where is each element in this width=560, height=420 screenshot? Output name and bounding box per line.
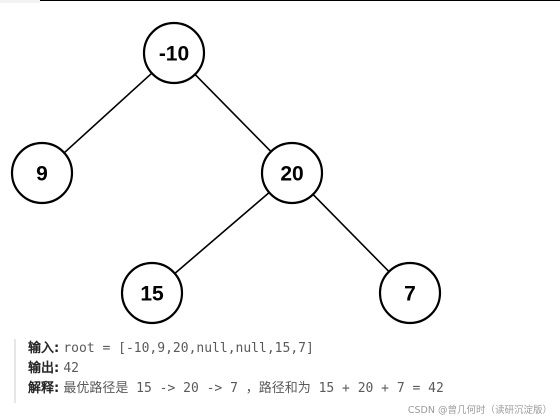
tree-node-label: 15 xyxy=(140,283,164,306)
tree-edges xyxy=(63,72,390,275)
tree-node-left: 9 xyxy=(10,141,74,205)
tree-node-label: -10 xyxy=(159,43,189,66)
tree-node-root: -10 xyxy=(142,21,206,85)
top-cropped-strip xyxy=(0,0,40,3)
example-input-label: 输入: xyxy=(28,341,60,356)
tree-node-circle xyxy=(120,261,184,325)
tree-node-circle xyxy=(378,261,442,325)
tree-node-right-left: 15 xyxy=(120,261,184,325)
tree-node-label: 7 xyxy=(404,283,416,306)
binary-tree-diagram: -10 9 20 15 7 xyxy=(10,21,442,325)
example-output-value: 42 xyxy=(63,361,79,376)
example-explanation-value: 最优路径是 15 -> 20 -> 7 ，路径和为 15 + 20 + 7 = … xyxy=(63,381,444,396)
tree-node-circle xyxy=(260,141,324,205)
example-explanation-line: 解释: 最优路径是 15 -> 20 -> 7 ，路径和为 15 + 20 + … xyxy=(28,379,554,399)
example-input-line: 输入: root = [-10,9,20,null,null,15,7] xyxy=(28,339,554,359)
tree-node-right-right: 7 xyxy=(378,261,442,325)
tree-node-circle xyxy=(142,21,206,85)
tree-edge-n20-n15 xyxy=(174,191,270,275)
example-output-label: 输出: xyxy=(28,361,60,376)
tree-edge-n-10-n20 xyxy=(194,73,272,153)
top-border-line xyxy=(0,0,560,1)
tree-edge-n20-n7 xyxy=(312,193,390,273)
example-input-value: root = [-10,9,20,null,null,15,7] xyxy=(63,341,314,356)
tree-node-right: 20 xyxy=(260,141,324,205)
tree-node-circle xyxy=(10,141,74,205)
watermark-text: CSDN @曾几何时（读研沉淀版） xyxy=(407,405,552,416)
example-output-line: 输出: 42 xyxy=(28,359,554,379)
tree-node-label: 9 xyxy=(36,163,48,186)
tree-edge-n-10-n9 xyxy=(63,72,153,154)
tree-node-label: 20 xyxy=(280,163,303,186)
example-explanation-label: 解释: xyxy=(28,381,60,396)
example-block: 输入: root = [-10,9,20,null,null,15,7] 输出:… xyxy=(14,339,554,403)
